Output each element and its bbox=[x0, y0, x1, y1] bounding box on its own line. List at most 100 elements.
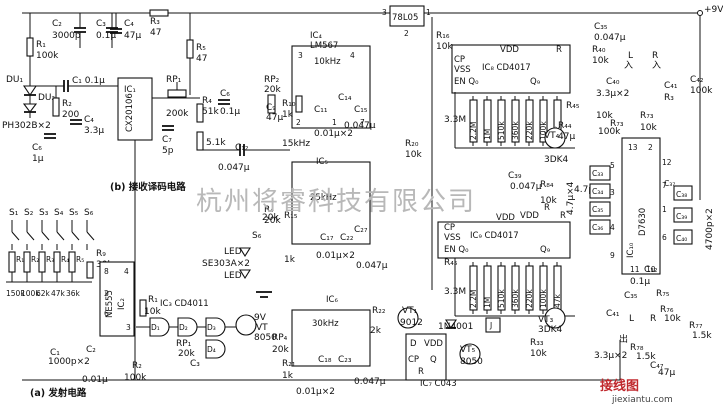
capacitor-c4-timing: C₄ 3.3μ bbox=[70, 115, 104, 136]
svg-text:12: 12 bbox=[662, 158, 672, 167]
ic9-cd4017: CP VSS IC₉ CD4017 EN Q₀ Q₉ VDD R bbox=[437, 211, 571, 259]
svg-text:J: J bbox=[489, 321, 492, 330]
svg-text:D7630: D7630 bbox=[638, 208, 648, 236]
capacitor-c3: C₃ 0.1μ bbox=[96, 13, 118, 48]
svg-text:4: 4 bbox=[610, 223, 615, 232]
capacitor-c6-filter: C₆ 0.1μ bbox=[218, 89, 240, 117]
ladder-resistor: 1M bbox=[483, 262, 492, 314]
left-capacitor-bank: C₃₃ C₃₄ C₃₅ C₃₆ 4.7μ×4 bbox=[566, 165, 611, 235]
svg-text:R₄₄: R₄₄ bbox=[558, 121, 572, 131]
svg-text:2: 2 bbox=[296, 118, 301, 127]
svg-text:100k: 100k bbox=[598, 127, 621, 137]
svg-text:C₄₂: C₄₂ bbox=[690, 75, 704, 85]
ic5-lm567: IC₅ 25kHz bbox=[291, 157, 371, 245]
svg-text:VT₄: VT₄ bbox=[544, 131, 560, 141]
svg-text:1μ: 1μ bbox=[32, 154, 44, 164]
svg-text:jiexiantu.com: jiexiantu.com bbox=[611, 395, 673, 405]
svg-text:0.01μ×2: 0.01μ×2 bbox=[314, 129, 353, 139]
ladder-resistor-value: 220k bbox=[525, 121, 534, 140]
svg-text:47: 47 bbox=[196, 54, 207, 64]
potentiometer-rp1: RP₁ 200k bbox=[166, 75, 189, 119]
svg-text:C₃₉: C₃₉ bbox=[676, 212, 687, 221]
svg-text:RP₄: RP₄ bbox=[272, 333, 288, 343]
svg-text:R: R bbox=[560, 211, 566, 221]
svg-text:EN Q₀: EN Q₀ bbox=[444, 245, 469, 255]
svg-text:R: R bbox=[652, 51, 658, 61]
resistor-r4-tx: R₄ 20k bbox=[264, 205, 281, 226]
svg-text:C₃: C₃ bbox=[190, 359, 200, 369]
svg-text:0.1μ: 0.1μ bbox=[630, 277, 650, 287]
capacitor-c9: C₉ 47μ bbox=[266, 103, 283, 123]
svg-text:3.3μ×2: 3.3μ×2 bbox=[596, 89, 629, 99]
ic3-cd4011: IC₃ CD4011 bbox=[160, 299, 209, 309]
ic8-cd4017: VDD R CP VSS IC₈ CD4017 EN Q₀ Q₉ bbox=[451, 44, 571, 94]
svg-text:7: 7 bbox=[662, 181, 667, 190]
ladder-resistor: 100k bbox=[539, 96, 548, 146]
svg-text:VDD: VDD bbox=[424, 339, 443, 349]
resistor-r84: R₈₄ 10k bbox=[540, 180, 557, 206]
svg-text:LED: LED bbox=[224, 271, 242, 281]
transmitter-circuit-title: (a) 发射电路 bbox=[30, 387, 87, 399]
capacitor-c39: C₃₉ 0.047μ bbox=[508, 171, 542, 192]
svg-text:47μ: 47μ bbox=[266, 113, 283, 123]
svg-text:R₇₃: R₇₃ bbox=[610, 119, 624, 129]
svg-text:10k: 10k bbox=[664, 314, 681, 324]
switch-s4: S₄ bbox=[54, 208, 65, 250]
svg-text:C₃₅: C₃₅ bbox=[592, 205, 603, 214]
svg-text:R₉: R₉ bbox=[96, 249, 106, 259]
svg-text:R₅: R₅ bbox=[196, 43, 206, 53]
switch-label: S₄ bbox=[54, 208, 64, 218]
svg-text:IC₁₀: IC₁₀ bbox=[626, 242, 636, 258]
resistor-r3: R₃ 47 bbox=[149, 9, 169, 38]
svg-text:8050: 8050 bbox=[254, 333, 277, 343]
svg-text:20k: 20k bbox=[178, 349, 195, 359]
svg-text:C₁₈: C₁₈ bbox=[318, 355, 332, 365]
svg-text:10k: 10k bbox=[592, 56, 609, 66]
ladder-resistor: 1M bbox=[483, 96, 492, 146]
svg-text:200: 200 bbox=[62, 110, 79, 120]
svg-text:RP₁: RP₁ bbox=[176, 339, 192, 349]
svg-text:R₁₅: R₁₅ bbox=[284, 211, 298, 221]
svg-text:R₁₆: R₁₆ bbox=[436, 31, 450, 41]
ladder-resistor-value: 1M bbox=[483, 129, 492, 140]
svg-text:R₁: R₁ bbox=[148, 295, 158, 305]
svg-text:C₁₁: C₁₁ bbox=[314, 105, 328, 115]
svg-text:3: 3 bbox=[610, 188, 615, 197]
ladder-resistor-value: 2.2M bbox=[469, 290, 478, 308]
switch-label: S₅ bbox=[69, 208, 79, 218]
svg-text:1k: 1k bbox=[282, 371, 294, 381]
svg-text:PH302B×2: PH302B×2 bbox=[2, 121, 51, 131]
svg-text:SE303A×2: SE303A×2 bbox=[202, 259, 250, 269]
svg-text:1k: 1k bbox=[282, 110, 294, 120]
resistor-r8: 5.1k bbox=[196, 131, 226, 151]
svg-text:C₄₁: C₄₁ bbox=[664, 81, 678, 91]
supply-label: +9V bbox=[704, 5, 723, 15]
resistor-r2: R₂ 200 bbox=[52, 86, 79, 120]
svg-text:R₈₄: R₈₄ bbox=[540, 180, 554, 190]
svg-text:出: 出 bbox=[619, 333, 628, 345]
svg-text:NE555: NE555 bbox=[105, 290, 115, 318]
svg-text:3.3M: 3.3M bbox=[444, 115, 466, 125]
svg-text:51k: 51k bbox=[202, 107, 219, 117]
svg-text:1.5k: 1.5k bbox=[692, 331, 712, 341]
svg-text:0.047μ: 0.047μ bbox=[594, 33, 626, 43]
svg-text:10k: 10k bbox=[144, 307, 161, 317]
svg-text:R₃: R₃ bbox=[150, 17, 160, 27]
capacitor-c3-tx: C₃ bbox=[190, 359, 200, 369]
switch-label: S₂ bbox=[24, 208, 34, 218]
svg-text:4: 4 bbox=[350, 51, 355, 60]
battery: 9V bbox=[254, 291, 272, 323]
transistor-vt1: VT₁ 9012 bbox=[397, 306, 423, 329]
ladder-resistor-value: 100k bbox=[539, 121, 548, 140]
capacitor-c7: C₇ 5p bbox=[162, 125, 174, 156]
resistor-r22: R₂₂ 2k bbox=[370, 306, 386, 336]
capacitor-c2: C₂ 3000p bbox=[52, 13, 86, 48]
svg-text:IC₇ C043: IC₇ C043 bbox=[420, 379, 457, 389]
svg-text:R₂₀: R₂₀ bbox=[405, 139, 419, 149]
resistor-r4: R₄ 51k bbox=[196, 96, 219, 123]
d7630-bottom-network: C₃₂ 0.1μ R₇₅ C₃₅ R₇₆ 10k C₄₁ L R R₇₇ 1.5… bbox=[594, 265, 712, 378]
